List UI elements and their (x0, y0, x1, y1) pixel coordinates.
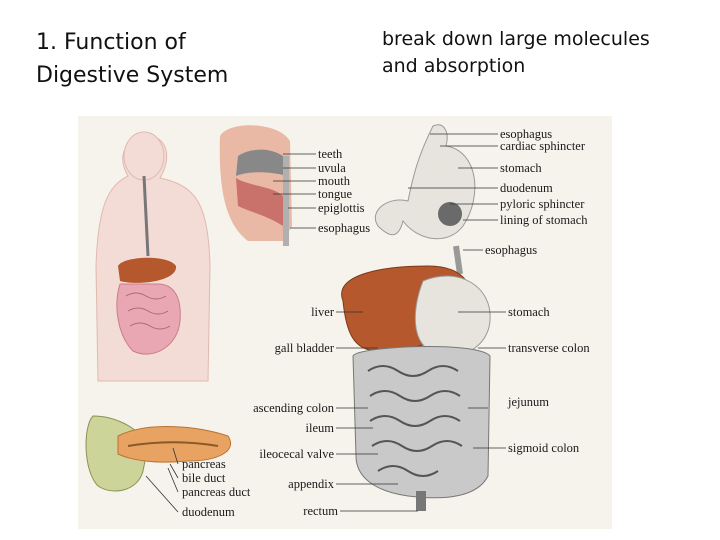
label-tongue: tongue (318, 187, 353, 201)
label-duodenum-stomach: duodenum (500, 181, 553, 195)
label-pancreas: pancreas (182, 457, 226, 471)
label-ascending-colon: ascending colon (253, 401, 334, 415)
label-epiglottis: epiglottis (318, 201, 365, 215)
label-stomach-detail: stomach (500, 161, 542, 175)
slide-title-line-1: 1. Function of (36, 30, 186, 55)
stomach-illustration (375, 124, 476, 240)
label-ileum: ileum (305, 421, 334, 435)
leader-lines (145, 133, 506, 513)
label-bile-duct: bile duct (182, 471, 226, 485)
label-stomach-main: stomach (508, 305, 550, 319)
label-gall-bladder: gall bladder (274, 341, 334, 355)
slide-subtitle-line-1: break down large molecules (382, 28, 650, 50)
label-rectum: rectum (303, 504, 338, 518)
label-teeth: teeth (318, 147, 343, 161)
slide-subtitle-line-2: and absorption (382, 55, 526, 77)
slide-title-line-2: Digestive System (36, 63, 229, 88)
label-liver: liver (311, 305, 334, 319)
label-ileocecal-valve: ileocecal valve (259, 447, 334, 461)
slide-title: 1. Function of Digestive System (36, 26, 336, 92)
digestive-system-diagram: teeth uvula mouth tongue epiglottis esop… (78, 116, 612, 529)
label-esophagus-mouth: esophagus (318, 221, 371, 235)
pancreas-illustration (85, 415, 231, 492)
label-sigmoid-colon: sigmoid colon (508, 441, 580, 455)
label-cardiac-sphincter: cardiac sphincter (500, 139, 586, 153)
diagram-illustration (85, 124, 506, 513)
label-appendix: appendix (288, 477, 334, 491)
label-esophagus-main: esophagus (485, 243, 538, 257)
label-pyloric-sphincter: pyloric sphincter (500, 197, 585, 211)
slide-subtitle: break down large molecules and absorptio… (382, 26, 702, 80)
label-pancreas-duct: pancreas duct (182, 485, 251, 499)
label-mouth: mouth (318, 174, 350, 188)
body-outline-illustration (95, 131, 211, 382)
mouth-cross-section-illustration (219, 125, 292, 246)
label-transverse-colon: transverse colon (508, 341, 590, 355)
digestive-tract-illustration (341, 245, 491, 511)
label-esophagus-stomach: esophagus (500, 127, 553, 141)
label-lining-of-stomach: lining of stomach (500, 213, 588, 227)
label-jejunum: jejunum (508, 395, 549, 409)
label-uvula: uvula (318, 161, 346, 175)
label-duodenum-pancreas: duodenum (182, 505, 235, 519)
